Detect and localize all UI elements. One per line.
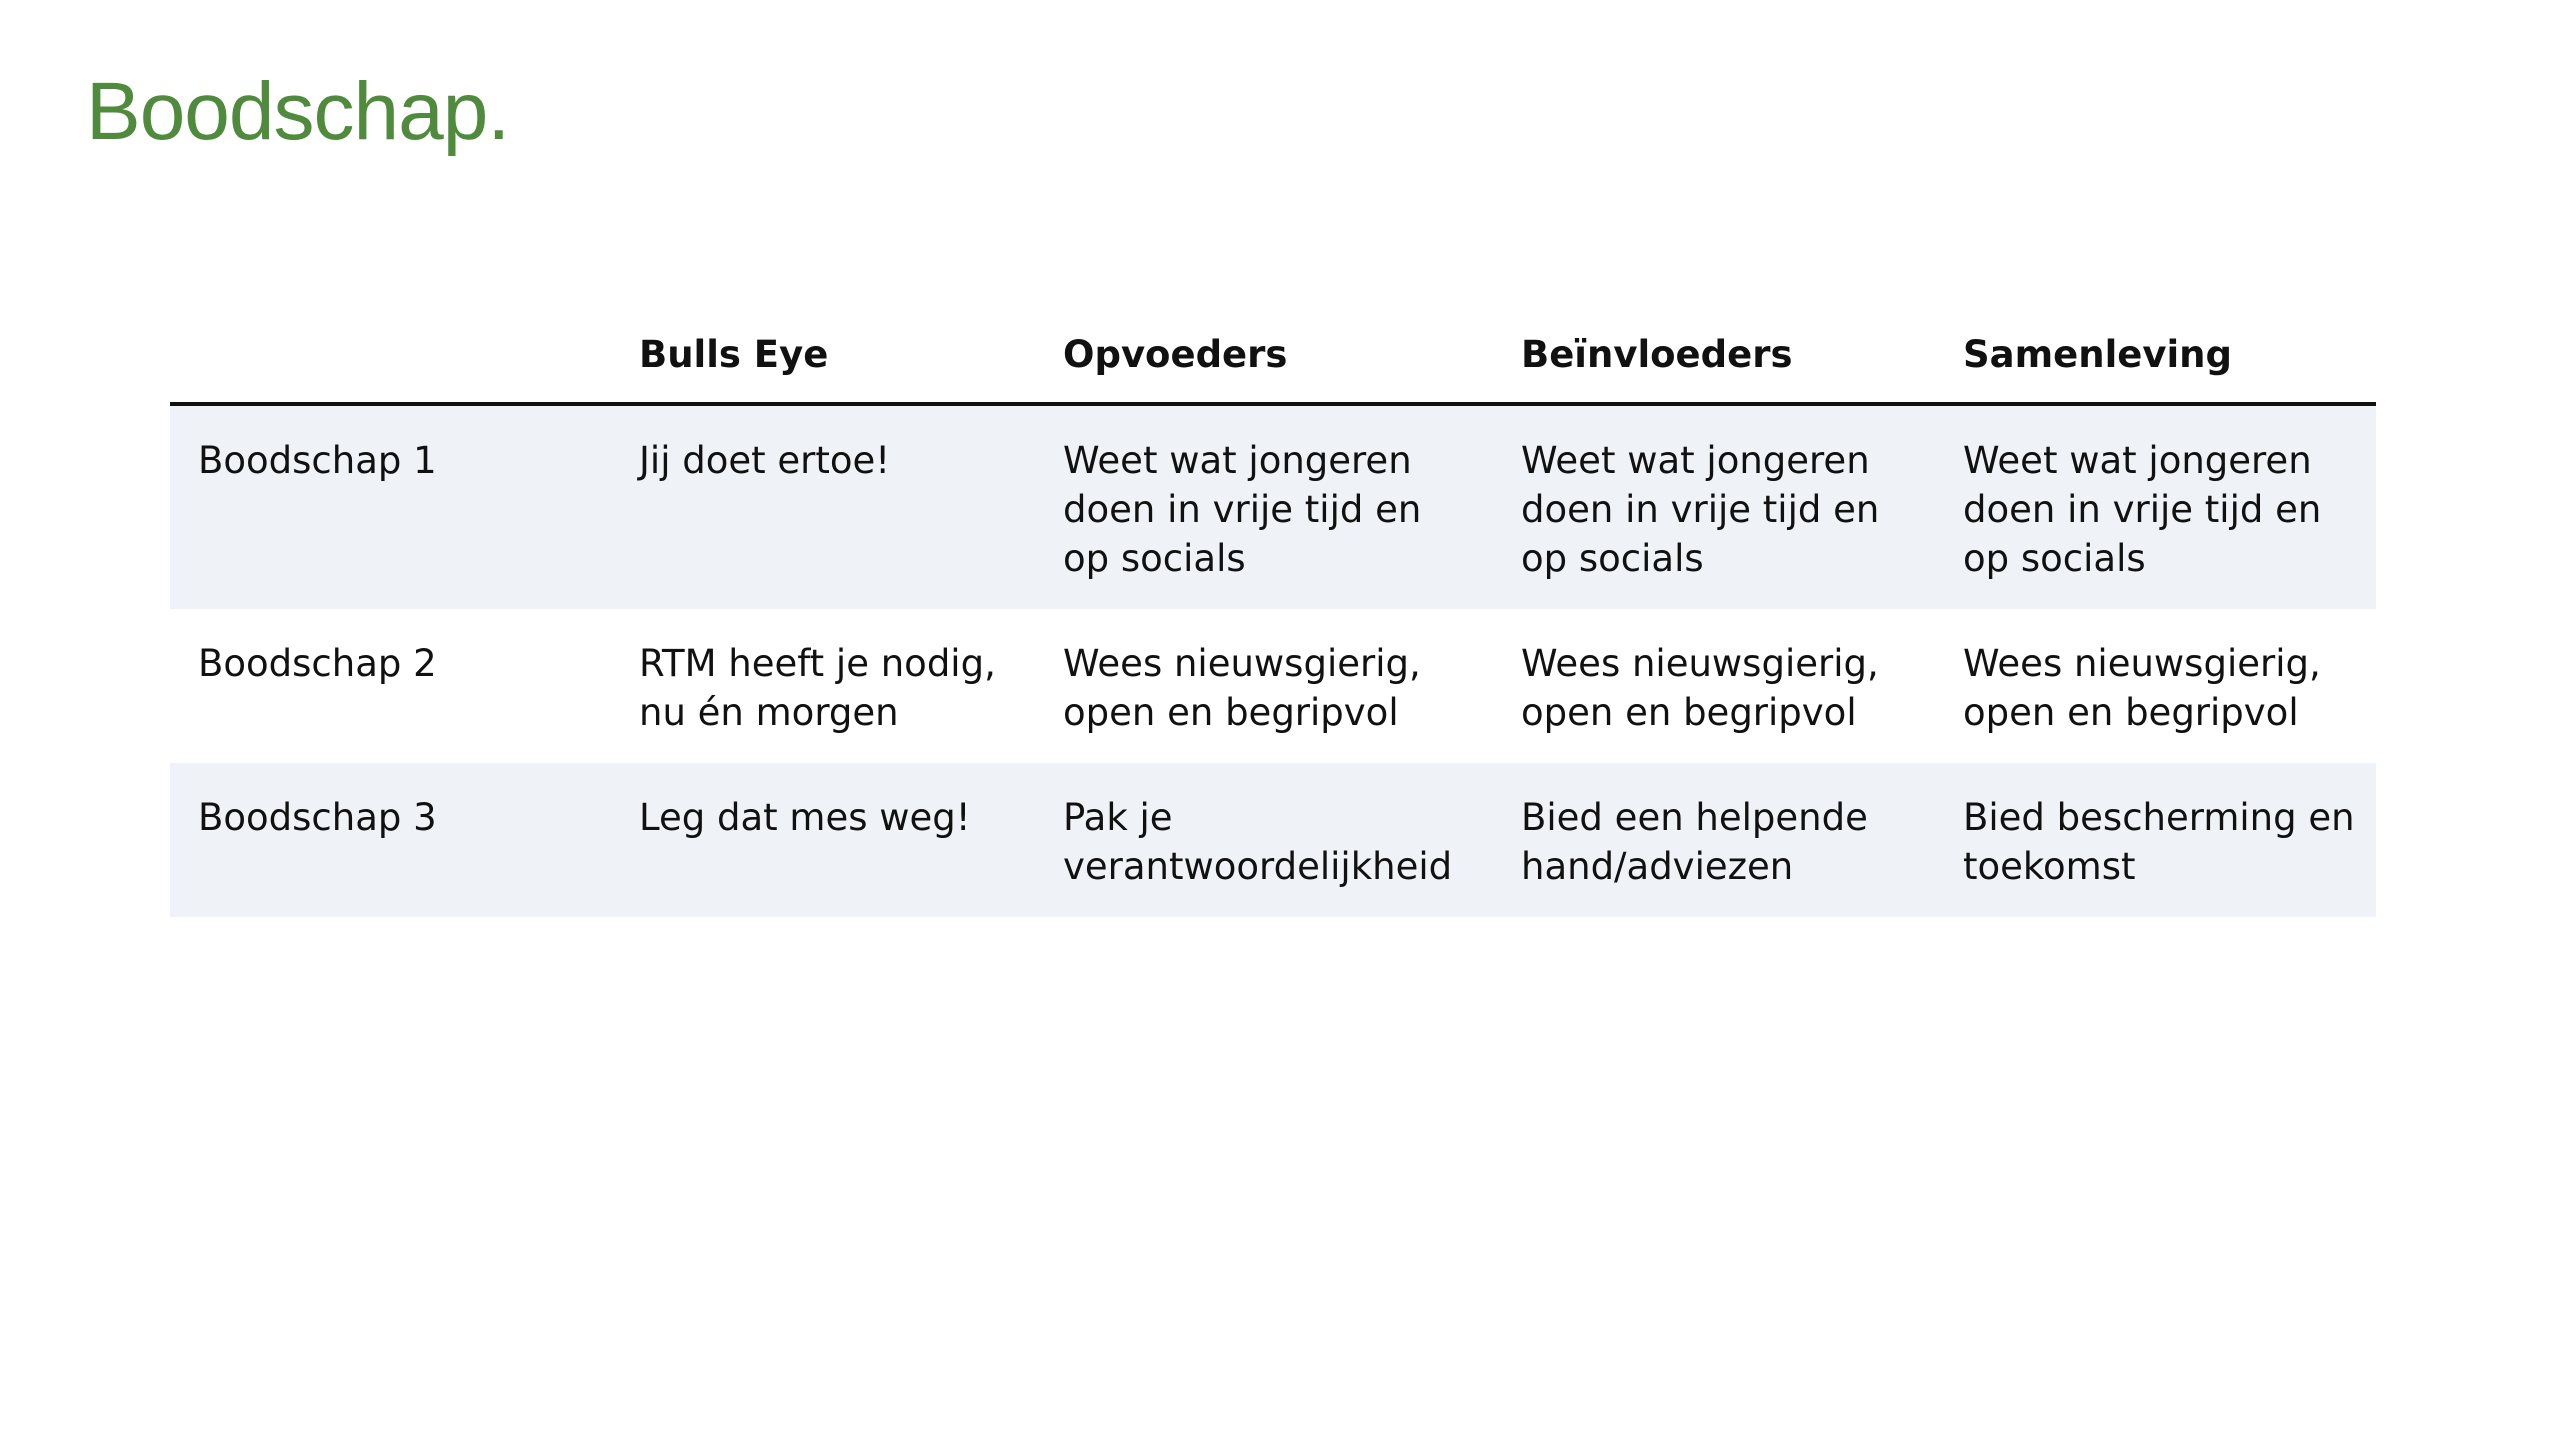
table-cell: Weet wat jongeren doen in vrije tijd en … [1493, 404, 1935, 609]
row-label: Boodschap 3 [170, 763, 611, 917]
table-row: Boodschap 3 Leg dat mes weg! Pak je vera… [170, 763, 2376, 917]
table-cell: Weet wat jongeren doen in vrije tijd en … [1035, 404, 1493, 609]
table-cell: Bied bescherming en toekomst [1935, 763, 2376, 917]
message-table-container: Bulls Eye Opvoeders Beïnvloeders Samenle… [170, 318, 2376, 917]
header-cell-opvoeders: Opvoeders [1035, 318, 1493, 406]
table-cell: Wees nieuwsgierig, open en begripvol [1935, 609, 2376, 763]
row-label: Boodschap 2 [170, 609, 611, 763]
table-row: Boodschap 1 Jij doet ertoe! Weet wat jon… [170, 404, 2376, 609]
table-cell: Wees nieuwsgierig, open en begripvol [1035, 609, 1493, 763]
header-cell-empty [170, 318, 611, 406]
table-cell: Pak je verantwoordelijkheid [1035, 763, 1493, 917]
table-header-row: Bulls Eye Opvoeders Beïnvloeders Samenle… [170, 318, 2376, 406]
slide-title: Boodschap. [86, 66, 510, 157]
table-cell: Leg dat mes weg! [611, 763, 1035, 917]
message-table: Bulls Eye Opvoeders Beïnvloeders Samenle… [170, 318, 2376, 917]
header-cell-samenleving: Samenleving [1935, 318, 2376, 406]
row-label: Boodschap 1 [170, 404, 611, 609]
header-cell-beinvloeders: Beïnvloeders [1493, 318, 1935, 406]
table-cell: Wees nieuwsgierig, open en begripvol [1493, 609, 1935, 763]
table-row: Boodschap 2 RTM heeft je nodig, nu én mo… [170, 609, 2376, 763]
header-cell-bulls-eye: Bulls Eye [611, 318, 1035, 406]
table-cell: Bied een helpende hand/adviezen [1493, 763, 1935, 917]
table-cell: Jij doet ertoe! [611, 404, 1035, 609]
table-cell: RTM heeft je nodig, nu én morgen [611, 609, 1035, 763]
table-cell: Weet wat jongeren doen in vrije tijd en … [1935, 404, 2376, 609]
